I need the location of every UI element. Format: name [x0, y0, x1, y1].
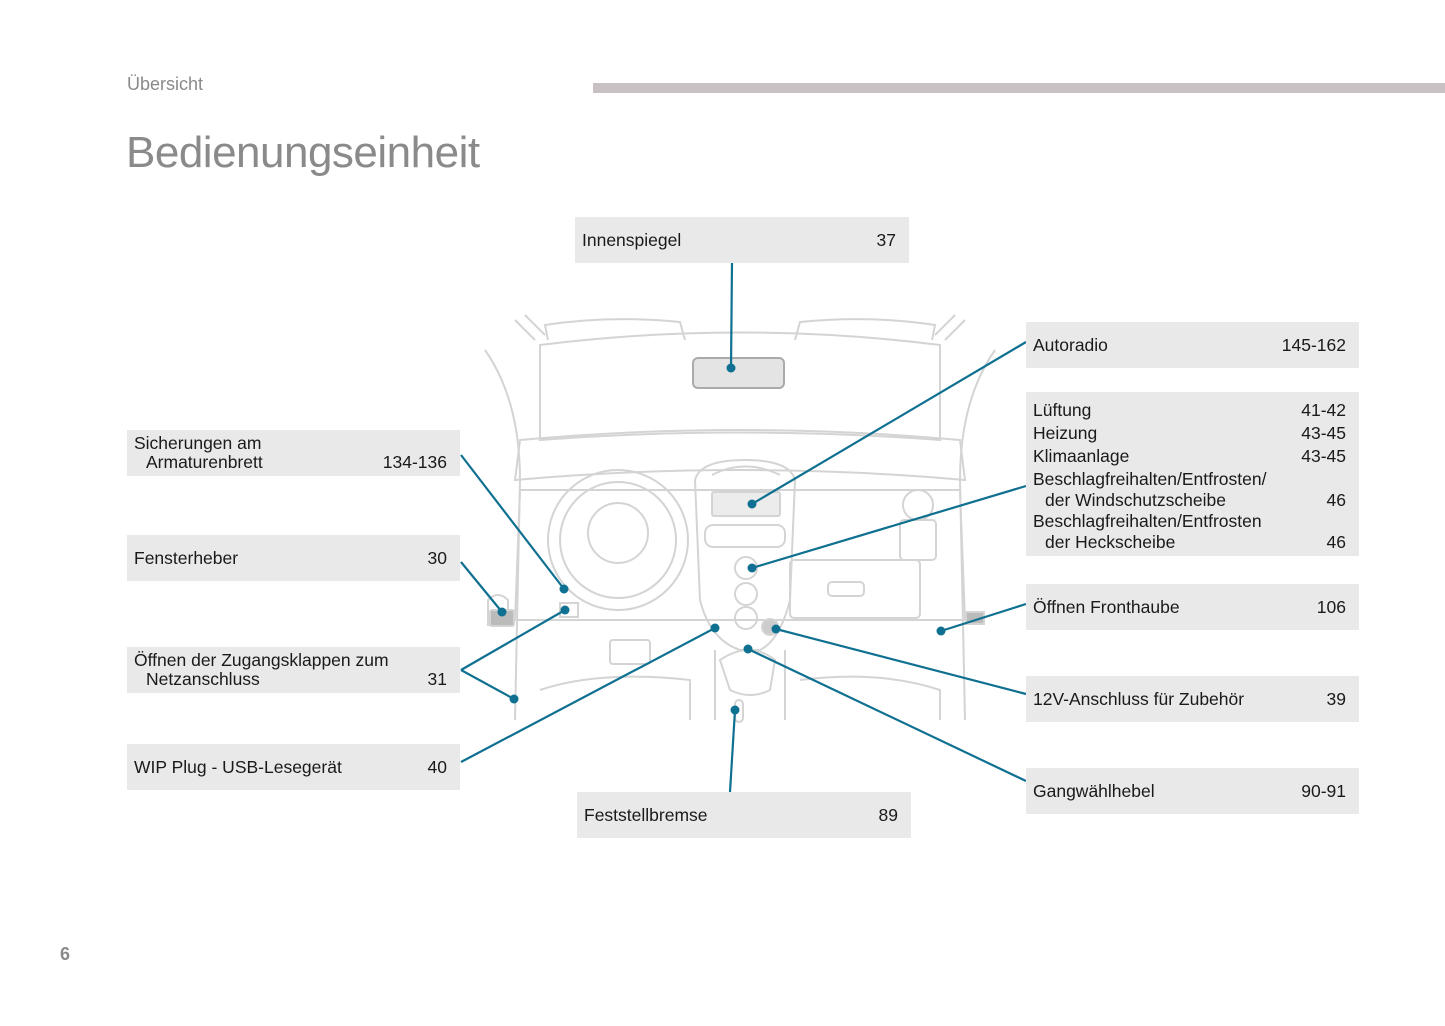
callout-page: 134-136 [382, 452, 447, 472]
callout-page: 89 [878, 804, 898, 825]
callout-label: WIP Plug - USB-Lesegerät [134, 756, 342, 777]
callout-label: Netzanschluss [146, 669, 260, 689]
callout-label: Lüftung [1033, 400, 1092, 420]
callout-label: Öffnen Fronthaube [1033, 596, 1180, 617]
callout-page: 30 [427, 547, 447, 568]
callout-innenspiegel: Innenspiegel 37 [575, 217, 909, 263]
callout-page: 31 [427, 669, 447, 689]
callout-page: 46 [1326, 532, 1346, 552]
callout-autoradio: Autoradio 145-162 [1026, 322, 1359, 368]
callout-fronthaube: Öffnen Fronthaube 106 [1026, 584, 1359, 630]
mirror-shape [692, 357, 785, 389]
callout-page: 145-162 [1281, 334, 1346, 355]
callout-12v-anschluss: 12V-Anschluss für Zubehör 39 [1026, 676, 1359, 722]
callout-label: Beschlagfreihalten/Entfrosten [1033, 511, 1262, 531]
callout-page: 41-42 [1301, 400, 1346, 420]
callout-wip-plug: WIP Plug - USB-Lesegerät 40 [127, 744, 460, 790]
callout-zugangsklappen: Öffnen der Zugangsklappen zum Netzanschl… [127, 647, 460, 693]
callout-sicherungen: Sicherungen am Armaturenbrett 134-136 [127, 430, 460, 476]
klima-row: der Windschutzscheibe 46 [1033, 490, 1346, 511]
callout-label: Feststellbremse [584, 804, 708, 825]
callout-page: 90-91 [1301, 780, 1346, 801]
callout-label: 12V-Anschluss für Zubehör [1033, 688, 1245, 709]
callout-label: der Heckscheibe [1045, 532, 1176, 552]
callout-label: Armaturenbrett [146, 452, 263, 472]
callout-label: der Windschutzscheibe [1045, 490, 1226, 510]
callout-label: Fensterheber [134, 547, 239, 568]
callout-label: Innenspiegel [582, 229, 682, 250]
callout-page: 39 [1326, 688, 1346, 709]
callout-label: Klimaanlage [1033, 446, 1130, 466]
callout-page: 46 [1326, 490, 1346, 510]
callout-page: 43-45 [1301, 446, 1346, 466]
section-label: Übersicht [127, 74, 204, 94]
callout-label: Gangwählhebel [1033, 780, 1155, 801]
klima-row: Lüftung 41-42 [1033, 400, 1346, 421]
callout-page: 106 [1316, 596, 1346, 617]
callout-page: 40 [427, 756, 447, 777]
klima-row: Heizung 43-45 [1033, 423, 1346, 444]
klima-row: Klimaanlage 43-45 [1033, 446, 1346, 467]
callout-feststellbremse: Feststellbremse 89 [577, 792, 911, 838]
callout-fensterheber: Fensterheber 30 [127, 535, 460, 581]
callout-dots [497, 363, 946, 715]
callout-page: 37 [876, 229, 896, 250]
callout-gangwahlhebel: Gangwählhebel 90-91 [1026, 768, 1359, 814]
callout-label: Beschlagfreihalten/Entfrosten/ [1033, 469, 1267, 489]
callout-label: Heizung [1033, 423, 1098, 443]
callout-klima: Lüftung 41-42 Heizung 43-45 Klimaanlage 43-… [1026, 392, 1359, 556]
header-bar [593, 83, 1445, 93]
callout-label: Öffnen der Zugangsklappen zum [134, 650, 389, 670]
callout-page: 43-45 [1301, 423, 1346, 443]
callout-label: Autoradio [1033, 334, 1108, 355]
callout-label: Sicherungen am [134, 433, 262, 453]
page-title: Bedienungseinheit [126, 128, 480, 177]
page-number: 6 [60, 944, 71, 964]
klima-row: der Heckscheibe 46 [1033, 532, 1346, 553]
leader-lines [460, 262, 1027, 793]
